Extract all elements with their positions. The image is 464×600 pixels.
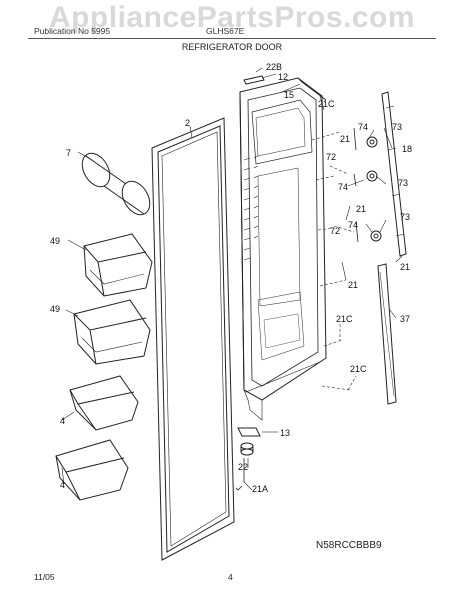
shelf-bin-a: [69, 375, 139, 431]
callout-labels: 22B 12 15 21C 2 74 73 21 18 72 74 73 7 2…: [50, 62, 412, 494]
callout-74-b: 74: [338, 182, 348, 192]
header-rule: [28, 38, 436, 39]
callout-21c-top: 21C: [318, 99, 335, 109]
callout-22: 22: [238, 462, 248, 472]
leader-lines: [61, 67, 403, 491]
model-line: GLHS67E: [206, 26, 245, 36]
callout-22b: 22B: [266, 62, 282, 72]
callout-21-d: 21: [348, 280, 358, 290]
callout-72-a: 72: [326, 152, 336, 162]
door-gasket: [151, 117, 235, 561]
callout-21a: 21A: [252, 484, 268, 494]
roller-assemblies: [353, 127, 382, 243]
upper-hinge-channel: [381, 91, 407, 257]
callout-73-a: 73: [392, 122, 402, 132]
callout-21c-low: 21C: [350, 364, 367, 374]
shelf-ribs: [243, 155, 259, 261]
callout-4-a: 4: [60, 416, 65, 426]
door-channel-bar: [377, 263, 397, 405]
watermark: AppliancePartsPros.com: [48, 1, 416, 34]
callout-18: 18: [402, 144, 412, 154]
top-cap: [243, 75, 265, 85]
callout-21c-mid: 21C: [336, 314, 353, 324]
callout-13: 13: [280, 428, 290, 438]
door-panel: [239, 77, 327, 401]
door-bin-lower: [73, 299, 151, 365]
callout-49-b: 49: [50, 304, 60, 314]
callout-12: 12: [278, 72, 288, 82]
callout-4-b: 4: [60, 480, 65, 490]
publication-line: Publication No 5995: [34, 26, 111, 36]
callout-74-c: 74: [348, 220, 358, 230]
callout-73-b: 73: [398, 178, 408, 188]
callout-2: 2: [185, 118, 190, 128]
callout-74-a: 74: [358, 122, 368, 132]
footer-page: 4: [228, 572, 233, 582]
callout-15: 15: [284, 90, 294, 100]
shelf-bin-b: [55, 439, 129, 501]
door-bin-upper: [83, 233, 153, 297]
callout-21-a: 21: [340, 134, 350, 144]
callout-7: 7: [66, 148, 71, 158]
callout-49-a: 49: [50, 236, 60, 246]
callout-73-c: 73: [400, 212, 410, 222]
footer-date: 11/05: [34, 572, 55, 582]
callout-72-b: 72: [330, 226, 340, 236]
section-title: REFRIGERATOR DOOR: [181, 42, 283, 52]
callout-21-b: 21: [356, 204, 366, 214]
callout-21-c: 21: [400, 262, 410, 272]
drawing-code: N58RCCBBB9: [316, 540, 382, 551]
inner-liner: [243, 361, 321, 421]
dairy-container: [81, 152, 151, 216]
lower-hinge-parts: [235, 427, 261, 491]
callout-37: 37: [400, 314, 410, 324]
